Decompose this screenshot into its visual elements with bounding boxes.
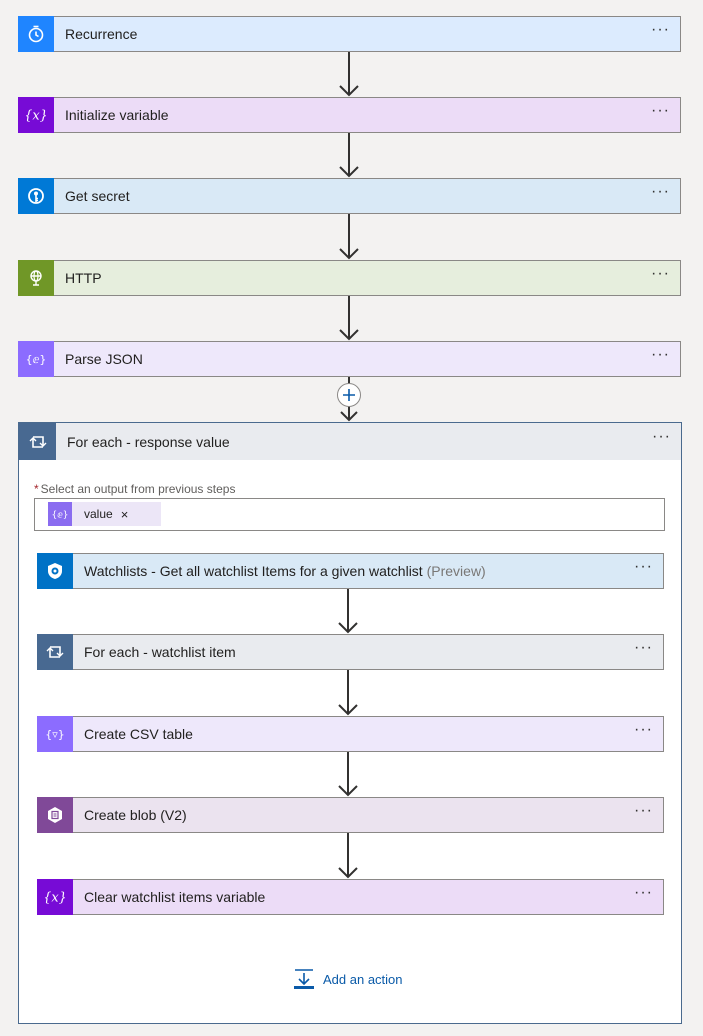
step-title: Watchlists - Get all watchlist Items for…: [84, 563, 486, 579]
insert-step-button[interactable]: [337, 383, 361, 407]
step-get-secret[interactable]: Get secret ···: [18, 177, 681, 214]
more-options-button[interactable]: ···: [652, 428, 671, 445]
connector-arrow: [339, 52, 359, 97]
sentinel-icon: [37, 552, 73, 589]
blob-icon: [37, 796, 73, 833]
step-title: HTTP: [65, 270, 102, 286]
select-output-label: *Select an output from previous steps: [34, 482, 236, 496]
add-action-icon: [294, 969, 314, 989]
step-http[interactable]: HTTP ···: [18, 259, 681, 296]
csv-icon: {▿}: [37, 715, 73, 752]
step-title: Create CSV table: [84, 726, 193, 742]
step-watchlists-get-items[interactable]: Watchlists - Get all watchlist Items for…: [37, 552, 664, 589]
more-options-button[interactable]: ···: [651, 183, 670, 200]
more-options-button[interactable]: ···: [651, 346, 670, 363]
step-title: For each - watchlist item: [84, 644, 236, 660]
loop-icon: [37, 633, 73, 670]
foreach-title: For each - response value: [67, 433, 230, 450]
step-title: Create blob (V2): [84, 807, 187, 823]
more-options-button[interactable]: ···: [651, 21, 670, 38]
more-options-button[interactable]: ···: [634, 558, 653, 575]
step-title: Recurrence: [65, 26, 138, 42]
token-label: value: [84, 507, 113, 521]
connector-arrow: [339, 214, 359, 260]
svg-text:{ⅇ}: {ⅇ}: [26, 353, 46, 366]
svg-text:{x}: {x}: [45, 890, 65, 905]
loop-icon: [19, 423, 56, 460]
foreach-header[interactable]: For each - response value ···: [19, 423, 681, 460]
connector-arrow: [339, 133, 359, 178]
svg-text:{▿}: {▿}: [45, 728, 65, 741]
add-an-action-button[interactable]: Add an action: [293, 968, 403, 990]
plus-icon: [343, 389, 355, 401]
step-title: Initialize variable: [65, 107, 169, 123]
clock-icon: [18, 15, 54, 52]
step-clear-watchlist-items-variable[interactable]: {x} Clear watchlist items variable ···: [37, 878, 664, 915]
json-icon: {ⅇ}: [18, 340, 54, 377]
select-output-input[interactable]: {ⅇ} value ×: [34, 498, 665, 531]
variable-icon: {x}: [18, 96, 54, 133]
json-icon: {ⅇ}: [48, 502, 72, 526]
remove-token-button[interactable]: ×: [120, 506, 129, 522]
step-create-blob[interactable]: Create blob (V2) ···: [37, 796, 664, 833]
step-title: Get secret: [65, 188, 130, 204]
more-options-button[interactable]: ···: [634, 802, 653, 819]
connector-arrow: [338, 670, 358, 716]
step-recurrence[interactable]: Recurrence ···: [18, 15, 681, 52]
step-initialize-variable[interactable]: {x} Initialize variable ···: [18, 96, 681, 133]
more-options-button[interactable]: ···: [634, 721, 653, 738]
more-options-button[interactable]: ···: [651, 102, 670, 119]
step-create-csv-table[interactable]: {▿} Create CSV table ···: [37, 715, 664, 752]
step-title: Parse JSON: [65, 351, 143, 367]
foreach-response-value: For each - response value ··· *Select an…: [18, 422, 682, 1024]
svg-text:{x}: {x}: [26, 108, 46, 123]
step-title: Clear watchlist items variable: [84, 889, 266, 905]
connector-arrow: [338, 589, 358, 634]
connector-arrow: [338, 752, 358, 797]
svg-text:{ⅇ}: {ⅇ}: [52, 511, 68, 521]
variable-icon: {x}: [37, 878, 73, 915]
more-options-button[interactable]: ···: [634, 884, 653, 901]
connector-arrow: [338, 833, 358, 879]
step-foreach-watchlist-item[interactable]: For each - watchlist item ···: [37, 633, 664, 670]
value-token[interactable]: {ⅇ} value ×: [48, 502, 161, 526]
step-parse-json[interactable]: {ⅇ} Parse JSON ···: [18, 340, 681, 377]
connector-arrow: [339, 296, 359, 341]
add-action-label: Add an action: [323, 971, 403, 987]
more-options-button[interactable]: ···: [634, 639, 653, 656]
globe-icon: [18, 259, 54, 296]
key-vault-icon: [18, 177, 54, 214]
more-options-button[interactable]: ···: [651, 265, 670, 282]
